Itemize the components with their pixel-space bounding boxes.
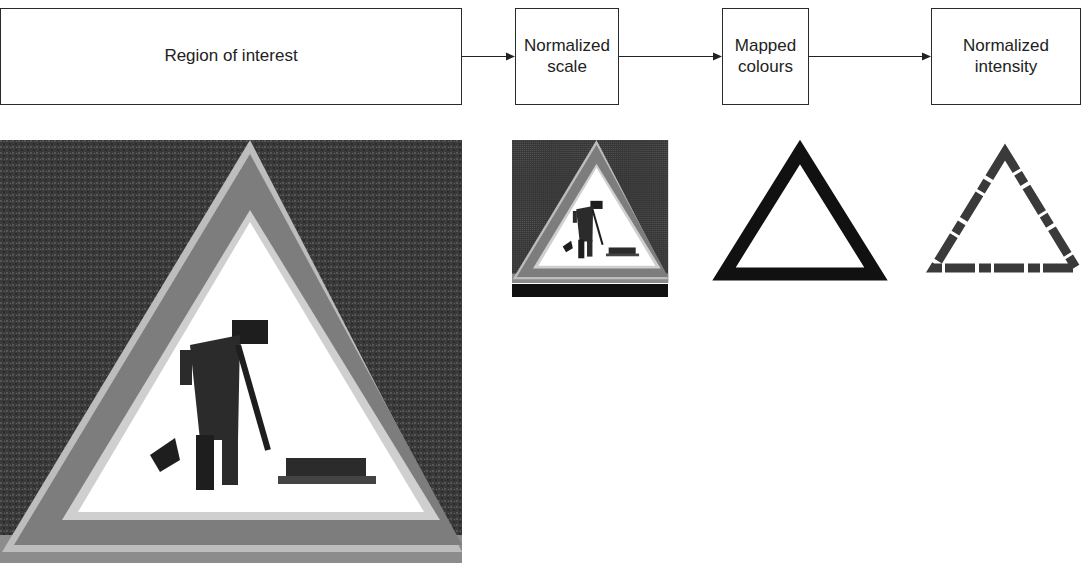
process-box: Region of interest: [0, 8, 462, 105]
flow-arrow: [619, 53, 722, 61]
process-box: Mapped colours: [722, 8, 809, 105]
box-label: Mapped colours: [731, 36, 800, 77]
flow-arrow: [809, 53, 931, 61]
box-label: Region of interest: [164, 46, 297, 66]
process-box: Normalized intensity: [931, 8, 1081, 105]
box-label: Normalized scale: [524, 36, 610, 77]
box-label: Normalized intensity: [940, 36, 1072, 77]
process-box: Normalized scale: [515, 8, 619, 105]
flow-arrow: [462, 53, 515, 61]
